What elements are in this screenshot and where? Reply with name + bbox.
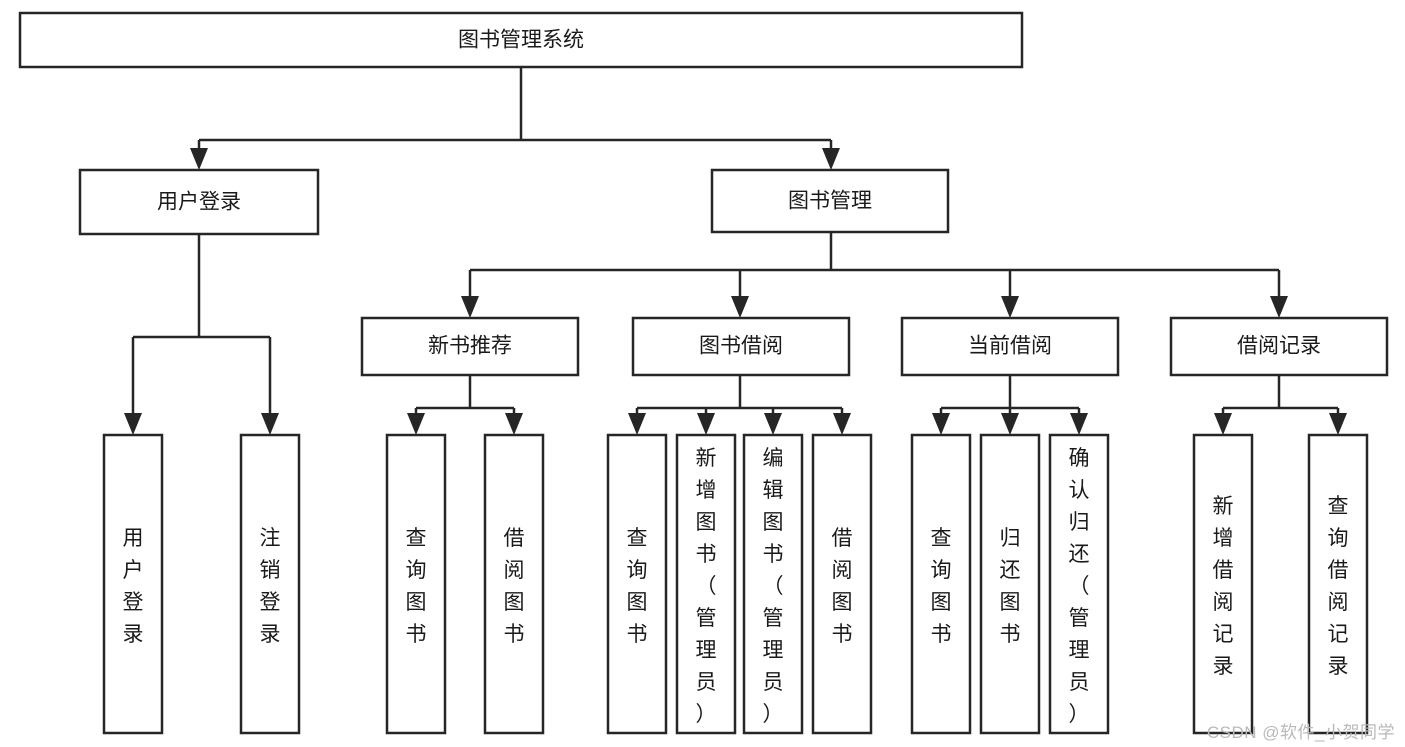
csdn-watermark: CSDN @软件_小贺同学 <box>1206 723 1395 742</box>
arrow-head-icon <box>1329 413 1347 435</box>
node-book-borrow[interactable]: 图书借阅 <box>631 316 851 377</box>
leaf-currentborrow-query-label: 查询图书 <box>931 527 952 646</box>
arrow-head-icon <box>1270 296 1288 318</box>
leaf-currentborrow-return[interactable]: 归还图书 <box>979 433 1041 735</box>
leaf-borrowrecord-query-label: 查询借阅记录 <box>1328 495 1349 678</box>
leaf-bookborrow-borrow[interactable]: 借阅图书 <box>811 433 873 735</box>
node-user-login[interactable]: 用户登录 <box>78 168 320 236</box>
node-root-box[interactable] <box>18 11 1024 69</box>
arrow-head-icon <box>1214 413 1232 435</box>
leaf-user-logout-box[interactable] <box>239 433 301 735</box>
node-current-borrow-label: 当前借阅 <box>968 335 1052 358</box>
leaf-bookborrow-edit[interactable]: 编辑图书（管理员） <box>742 433 804 735</box>
leaf-user-login-label: 用户登录 <box>123 527 144 646</box>
node-root[interactable]: 图书管理系统 <box>18 11 1024 69</box>
leaf-borrowrecord-add-label: 新增借阅记录 <box>1213 495 1234 678</box>
arrow-head-icon <box>764 413 782 435</box>
node-book-manage-label: 图书管理 <box>788 190 872 213</box>
arrow-head-icon <box>1070 413 1088 435</box>
arrow-head-icon <box>190 148 208 170</box>
arrow-head-icon <box>932 413 950 435</box>
leaf-borrowrecord-query-box[interactable] <box>1307 433 1369 735</box>
leaf-currentborrow-confirm-label: 确认归还（管理员） <box>1069 447 1090 726</box>
arrow-head-icon <box>731 296 749 318</box>
node-borrow-record[interactable]: 借阅记录 <box>1169 316 1389 377</box>
leaf-bookborrow-edit-label: 编辑图书（管理员） <box>763 447 784 726</box>
leaf-bookborrow-borrow-label: 借阅图书 <box>832 527 853 646</box>
leaf-bookborrow-query[interactable]: 查询图书 <box>606 433 668 735</box>
arrow-head-icon <box>628 413 646 435</box>
node-borrow-record-box[interactable] <box>1169 316 1389 377</box>
leaf-currentborrow-query[interactable]: 查询图书 <box>910 433 972 735</box>
leaf-bookborrow-add-label: 新增图书（管理员） <box>696 447 717 726</box>
leaf-newbook-query-label: 查询图书 <box>406 527 427 646</box>
arrow-head-icon <box>124 413 142 435</box>
node-book-borrow-label: 图书借阅 <box>699 335 783 358</box>
leaf-currentborrow-confirm[interactable]: 确认归还（管理员） <box>1048 433 1110 735</box>
arrow-head-icon <box>822 148 840 170</box>
node-book-manage-box[interactable] <box>710 168 950 234</box>
leaf-borrowrecord-add[interactable]: 新增借阅记录 <box>1192 433 1254 735</box>
leaf-user-logout-label: 注销登录 <box>260 527 281 646</box>
leaf-bookborrow-add[interactable]: 新增图书（管理员） <box>675 433 737 735</box>
leaf-bookborrow-add-box[interactable] <box>675 433 737 735</box>
arrow-head-icon <box>1001 296 1019 318</box>
leaf-bookborrow-borrow-box[interactable] <box>811 433 873 735</box>
arrow-head-icon <box>407 413 425 435</box>
node-root-label: 图书管理系统 <box>458 29 584 52</box>
node-borrow-record-label: 借阅记录 <box>1237 335 1321 358</box>
leaf-newbook-borrow-label: 借阅图书 <box>504 527 525 646</box>
leaf-newbook-query-box[interactable] <box>385 433 447 735</box>
arrow-head-icon <box>697 413 715 435</box>
leaf-user-logout[interactable]: 注销登录 <box>239 433 301 735</box>
leaf-currentborrow-confirm-box[interactable] <box>1048 433 1110 735</box>
arrow-head-icon <box>461 296 479 318</box>
leaf-user-login-box[interactable] <box>102 433 164 735</box>
leaf-user-login[interactable]: 用户登录 <box>102 433 164 735</box>
leaf-borrowrecord-query[interactable]: 查询借阅记录 <box>1307 433 1369 735</box>
arrow-head-icon <box>1001 413 1019 435</box>
node-current-borrow[interactable]: 当前借阅 <box>900 316 1120 377</box>
node-new-book[interactable]: 新书推荐 <box>360 316 580 377</box>
node-current-borrow-box[interactable] <box>900 316 1120 377</box>
leaf-currentborrow-return-label: 归还图书 <box>1000 527 1021 646</box>
leaf-bookborrow-query-box[interactable] <box>606 433 668 735</box>
leaf-bookborrow-edit-box[interactable] <box>742 433 804 735</box>
arrow-head-icon <box>261 413 279 435</box>
arrow-head-icon <box>505 413 523 435</box>
node-new-book-box[interactable] <box>360 316 580 377</box>
node-book-borrow-box[interactable] <box>631 316 851 377</box>
leaf-newbook-borrow[interactable]: 借阅图书 <box>483 433 545 735</box>
node-user-login-box[interactable] <box>78 168 320 236</box>
leaf-currentborrow-return-box[interactable] <box>979 433 1041 735</box>
leaf-currentborrow-query-box[interactable] <box>910 433 972 735</box>
node-book-manage[interactable]: 图书管理 <box>710 168 950 234</box>
arrow-head-icon <box>833 413 851 435</box>
leaf-borrowrecord-add-box[interactable] <box>1192 433 1254 735</box>
node-user-login-label: 用户登录 <box>157 191 241 214</box>
leaf-bookborrow-query-label: 查询图书 <box>627 527 648 646</box>
leaf-newbook-borrow-box[interactable] <box>483 433 545 735</box>
edge-group <box>124 67 1347 435</box>
leaf-newbook-query[interactable]: 查询图书 <box>385 433 447 735</box>
node-new-book-label: 新书推荐 <box>428 335 512 358</box>
